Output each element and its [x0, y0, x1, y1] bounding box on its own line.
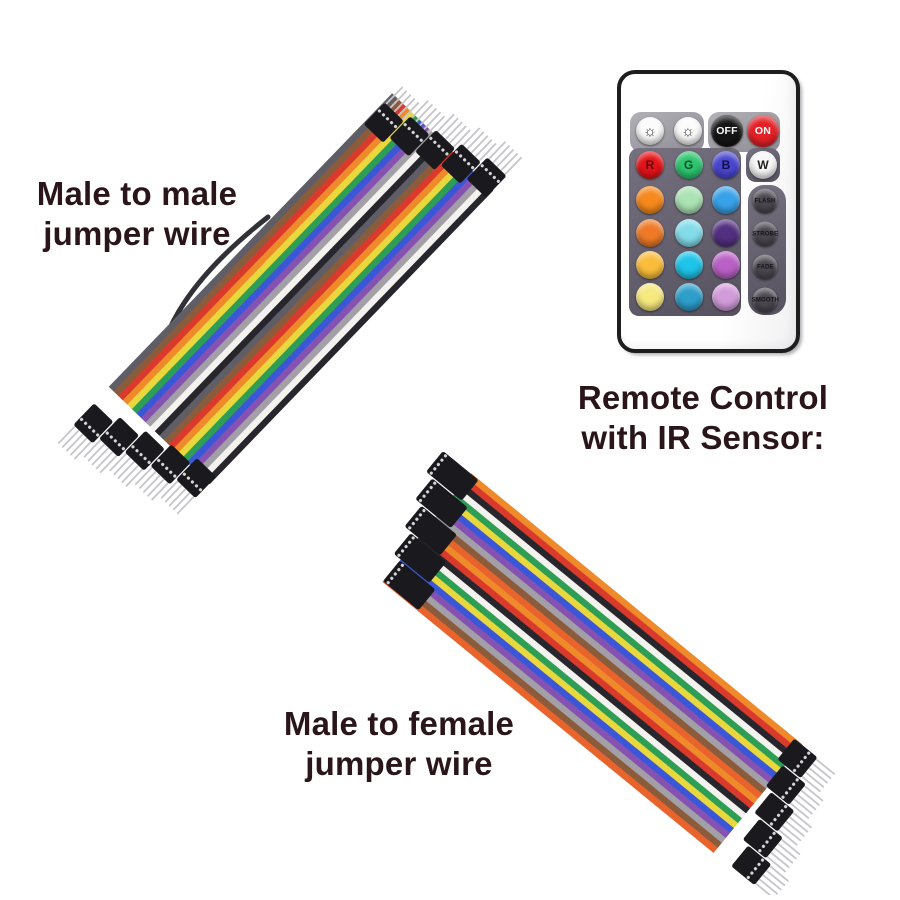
sun-brightness-down-icon: ☼	[681, 122, 695, 140]
male-to-female-label: Male to female jumper wire	[266, 704, 532, 785]
smooth-button: SMOOTH	[751, 287, 779, 313]
green-button: G	[674, 151, 703, 179]
male-to-male-label-line2: jumper wire	[43, 215, 231, 253]
purple-button	[712, 219, 740, 247]
remote-label-line2: with IR Sensor:	[581, 419, 825, 457]
strobe-button-label: STROBE	[751, 230, 779, 238]
light-green-button	[674, 186, 703, 214]
orange-button	[636, 186, 664, 214]
remote-control-photo: ☼ ☼ OFF ON R G B W FLASH STROBE FADE SMOOTH	[617, 70, 800, 353]
male-to-female-label-line2: jumper wire	[305, 745, 493, 783]
remote-label-line1: Remote Control	[577, 379, 829, 416]
brightness-down-button: ☼	[674, 117, 702, 145]
light-cyan-button	[674, 219, 703, 247]
cyan-button	[674, 251, 703, 279]
on-button: ON	[747, 115, 779, 147]
male-to-female-ribbon	[382, 451, 835, 895]
red-button: R	[636, 151, 664, 179]
green-button-label: G	[683, 158, 694, 172]
brightness-up-button: ☼	[636, 117, 664, 145]
male-to-male-label: Male to male jumper wire	[6, 174, 268, 255]
teal-blue-button	[674, 283, 703, 311]
blue-button-label: B	[721, 158, 731, 172]
remote-label: Remote Control with IR Sensor:	[556, 378, 850, 459]
yellow-button	[636, 283, 664, 311]
white-button-label: W	[757, 158, 769, 172]
sky-blue-button	[712, 186, 740, 214]
off-button: OFF	[711, 115, 743, 147]
pink-button	[712, 283, 740, 311]
male-to-male-jumper-wire-photo	[57, 86, 522, 515]
fade-button: FADE	[752, 254, 778, 280]
male-to-female-jumper-wire-photo	[382, 451, 835, 895]
sun-brightness-up-icon: ☼	[643, 122, 657, 140]
male-to-male-ribbon	[57, 86, 522, 515]
amber-button	[636, 251, 664, 279]
magenta-button	[712, 251, 740, 279]
smooth-button-label: SMOOTH	[751, 296, 779, 304]
red-button-label: R	[645, 158, 655, 172]
fade-button-label: FADE	[756, 263, 774, 271]
blue-button: B	[712, 151, 740, 179]
flash-button-label: FLASH	[754, 197, 776, 205]
on-button-label: ON	[754, 125, 772, 137]
flash-button: FLASH	[752, 188, 778, 214]
strobe-button: STROBE	[751, 221, 779, 247]
white-button: W	[749, 151, 777, 179]
male-to-female-label-line1: Male to female	[283, 705, 515, 742]
male-to-male-label-line1: Male to male	[36, 175, 238, 212]
dark-orange-button	[636, 219, 664, 247]
off-button-label: OFF	[716, 125, 738, 137]
